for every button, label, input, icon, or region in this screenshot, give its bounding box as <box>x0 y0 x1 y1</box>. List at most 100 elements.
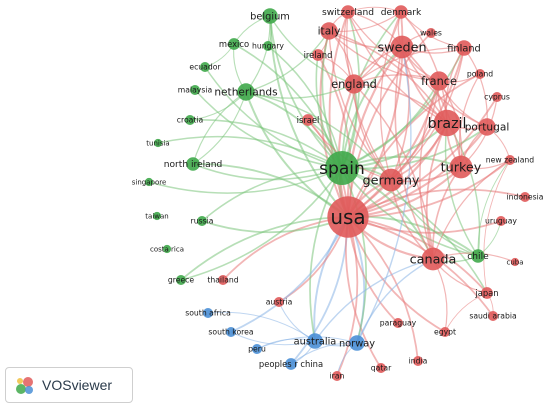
node-label-malaysia[interactable]: malaysia <box>178 86 213 95</box>
node-label-wales[interactable]: wales <box>420 29 442 38</box>
node-label-finland[interactable]: finland <box>447 43 481 54</box>
node-ecuador[interactable] <box>200 62 210 72</box>
node-label-belgium[interactable]: belgium <box>250 11 290 22</box>
node-croatia[interactable] <box>185 115 195 125</box>
node-label-poland[interactable]: poland <box>467 70 493 79</box>
node-label-mexico[interactable]: mexico <box>219 39 249 49</box>
node-turkey[interactable] <box>449 155 473 179</box>
node-ireland[interactable] <box>312 49 324 61</box>
node-label-brazil[interactable]: brazil <box>428 116 467 132</box>
node-label-canada[interactable]: canada <box>410 252 457 267</box>
node-norway[interactable] <box>349 335 365 351</box>
node-finland[interactable] <box>456 40 472 56</box>
node-indonesia[interactable] <box>520 192 530 202</box>
node-label-japan[interactable]: japan <box>474 288 498 298</box>
node-mexico[interactable] <box>228 38 240 50</box>
node-singapore[interactable] <box>144 177 154 187</box>
node-iran[interactable] <box>332 371 342 381</box>
node-label-south_korea[interactable]: south korea <box>208 328 254 337</box>
node-qatar[interactable] <box>376 363 386 373</box>
node-label-switzerland[interactable]: switzerland <box>322 8 374 18</box>
node-cyprus[interactable] <box>492 92 502 102</box>
node-canada[interactable] <box>421 247 445 271</box>
node-label-israel[interactable]: israel <box>297 115 320 125</box>
node-label-italy[interactable]: italy <box>318 26 341 38</box>
node-label-cuba[interactable]: cuba <box>506 258 523 266</box>
node-egypt[interactable] <box>440 327 450 337</box>
node-taiwan[interactable] <box>152 211 162 221</box>
node-label-ireland[interactable]: ireland <box>304 50 333 60</box>
node-england[interactable] <box>344 74 364 94</box>
vosviewer-logo[interactable]: VOSviewer <box>5 367 133 403</box>
node-label-portugal[interactable]: portugal <box>465 122 510 134</box>
node-portugal[interactable] <box>478 118 496 136</box>
node-label-peoples_china[interactable]: peoples r china <box>259 359 323 369</box>
node-label-india[interactable]: india <box>409 357 428 366</box>
node-label-egypt[interactable]: egypt <box>434 328 456 337</box>
node-india[interactable] <box>413 356 423 366</box>
node-label-russia[interactable]: russia <box>191 217 214 226</box>
node-tunisia[interactable] <box>153 138 163 148</box>
node-label-cyprus[interactable]: cyprus <box>484 93 510 102</box>
node-label-new_zealand[interactable]: new zealand <box>486 156 535 165</box>
node-label-austria[interactable]: austria <box>266 298 293 307</box>
node-label-australia[interactable]: australia <box>294 336 337 347</box>
node-germany[interactable] <box>379 168 403 192</box>
node-label-germany[interactable]: germany <box>362 173 419 188</box>
node-label-sweden[interactable]: sweden <box>377 40 426 55</box>
node-label-singapore[interactable]: singapore <box>132 178 167 186</box>
node-label-usa[interactable]: usa <box>330 205 365 229</box>
node-label-chile[interactable]: chile <box>467 252 489 262</box>
node-malaysia[interactable] <box>190 85 200 95</box>
node-label-croatia[interactable]: croatia <box>177 116 204 125</box>
node-label-norway[interactable]: norway <box>339 338 375 349</box>
node-label-england[interactable]: england <box>331 78 377 91</box>
node-brazil[interactable] <box>433 109 461 137</box>
node-label-taiwan[interactable]: taiwan <box>145 212 168 220</box>
node-japan[interactable] <box>481 287 493 299</box>
node-south_africa[interactable] <box>203 308 213 318</box>
node-usa[interactable] <box>327 196 369 238</box>
node-denmark[interactable] <box>394 5 408 19</box>
node-russia[interactable] <box>197 216 207 226</box>
node-uruguay[interactable] <box>496 216 506 226</box>
node-label-iran[interactable]: iran <box>330 372 345 381</box>
node-label-hungary[interactable]: hungary <box>252 42 284 51</box>
node-netherlands[interactable] <box>237 83 255 101</box>
node-label-qatar[interactable]: qatar <box>371 364 392 373</box>
node-south_korea[interactable] <box>226 327 236 337</box>
node-israel[interactable] <box>302 114 314 126</box>
node-label-denmark[interactable]: denmark <box>381 8 422 18</box>
node-chile[interactable] <box>471 249 485 263</box>
node-north_ireland[interactable] <box>186 157 200 171</box>
node-belgium[interactable] <box>262 8 278 24</box>
node-label-tunisia[interactable]: tunisia <box>146 139 169 147</box>
node-peru[interactable] <box>252 344 262 354</box>
node-label-saudi_arabia[interactable]: saudi arabia <box>469 312 517 321</box>
node-sweden[interactable] <box>390 35 414 59</box>
node-peoples_china[interactable] <box>285 358 297 370</box>
node-switzerland[interactable] <box>341 5 355 19</box>
node-label-paraguay[interactable]: paraguay <box>380 319 417 328</box>
node-label-turkey[interactable]: turkey <box>441 160 482 175</box>
node-spain[interactable] <box>325 151 359 185</box>
node-poland[interactable] <box>475 69 485 79</box>
node-wales[interactable] <box>426 28 436 38</box>
node-cuba[interactable] <box>510 257 520 267</box>
node-label-south_africa[interactable]: south africa <box>185 309 231 318</box>
node-label-thailand[interactable]: thailand <box>207 276 238 285</box>
node-label-costa_rica[interactable]: costa rica <box>150 245 184 253</box>
node-label-peru[interactable]: peru <box>248 345 266 354</box>
node-label-spain[interactable]: spain <box>319 159 365 179</box>
node-australia[interactable] <box>307 333 323 349</box>
node-label-uruguay[interactable]: uruguay <box>485 217 517 226</box>
node-label-greece[interactable]: greece <box>168 276 195 285</box>
node-label-netherlands[interactable]: netherlands <box>214 87 277 99</box>
node-label-france[interactable]: france <box>421 75 457 88</box>
node-austria[interactable] <box>274 297 284 307</box>
node-costa_rica[interactable] <box>162 244 172 254</box>
node-label-ecuador[interactable]: ecuador <box>189 63 221 72</box>
node-thailand[interactable] <box>218 275 228 285</box>
